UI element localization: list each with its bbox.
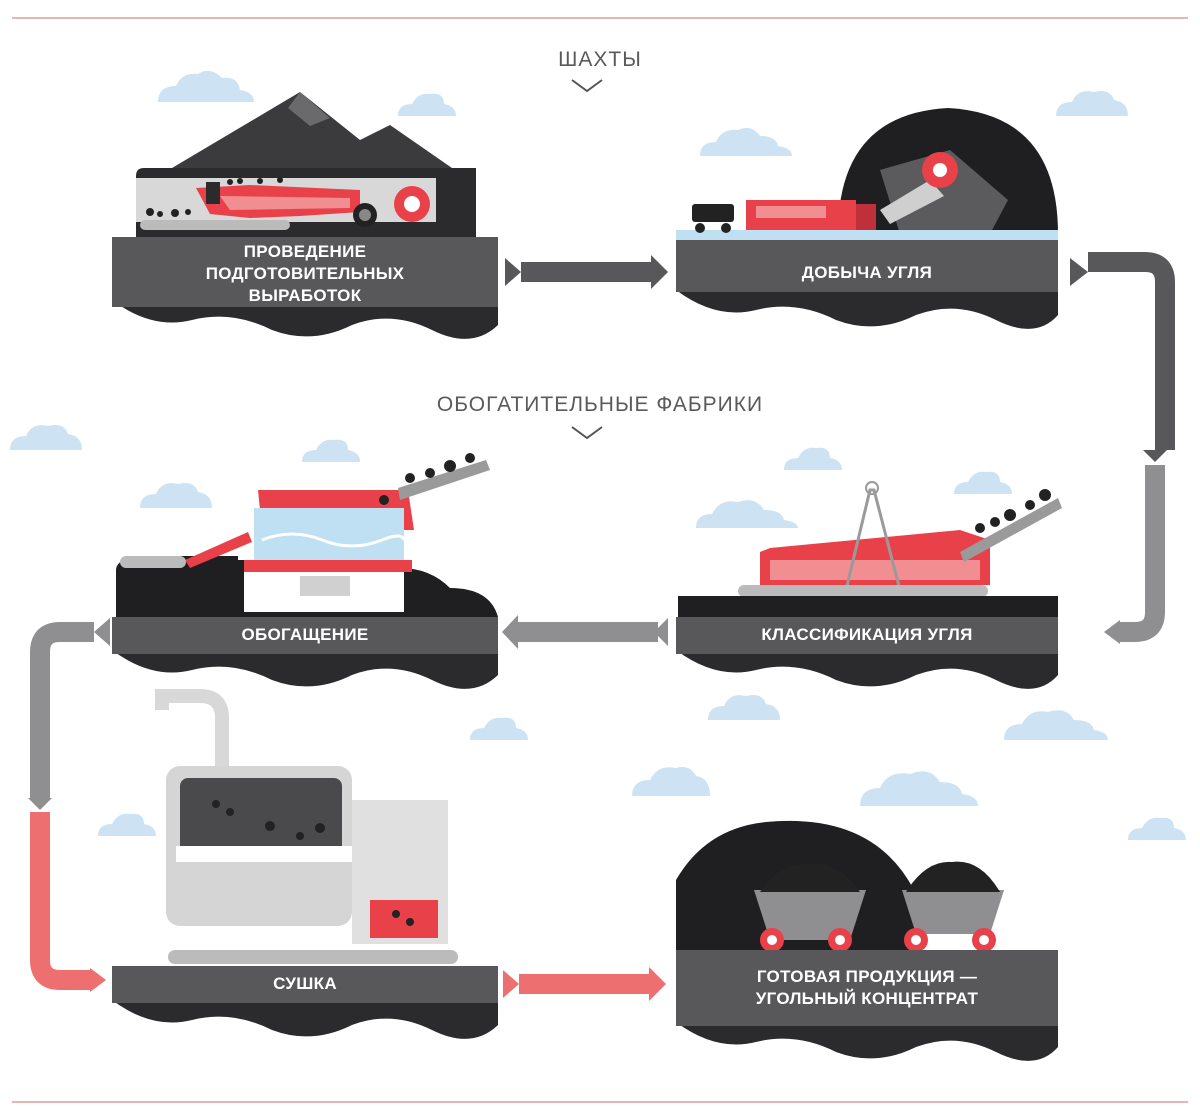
top-rule [12, 17, 1188, 19]
stage-label-classification: КЛАССИФИКАЦИЯ УГЛЯ [761, 625, 973, 644]
stage-drying-art [112, 689, 498, 1039]
stage-label-enrichment: ОБОГАЩЕНИЕ [241, 625, 369, 644]
cloud [158, 70, 254, 102]
stage-product-art [676, 820, 1058, 1061]
cloud [860, 771, 978, 806]
cloud [700, 128, 792, 156]
bottom-rule [12, 1101, 1188, 1103]
stage-label-drying: СУШКА [273, 974, 337, 993]
stage-label-mining: ДОБЫЧА УГЛЯ [801, 263, 933, 282]
clouds [10, 70, 1186, 840]
stage-enrichment-art [112, 453, 498, 689]
stage-development-art [112, 92, 498, 339]
stage-mining-art [676, 108, 1058, 329]
chevron-down-icon [571, 426, 603, 440]
cloud [302, 439, 360, 462]
cloud [470, 717, 528, 740]
cloud [696, 500, 798, 528]
cloud [140, 483, 212, 508]
cloud [708, 695, 780, 720]
cloud [1004, 710, 1108, 740]
cloud [10, 425, 82, 450]
cloud [98, 813, 156, 836]
chevron-down-icon [571, 79, 603, 93]
section-title-plants: ОБОГАТИТЕЛЬНЫЕ ФАБРИКИ [436, 393, 764, 416]
section-title-mines: ШАХТЫ [558, 48, 642, 71]
cloud [632, 767, 710, 796]
cloud [1128, 817, 1186, 840]
cloud [398, 93, 456, 116]
stage-classification-art [676, 481, 1062, 689]
flow-arrows [28, 252, 1175, 1001]
cloud [954, 471, 1012, 494]
cloud [784, 447, 842, 470]
stage-label-product: ГОТОВАЯ ПРОДУКЦИЯ — УГОЛЬНЫЙ КОНЦЕНТРАТ [755, 967, 979, 1008]
stage-label-development: ПРОВЕДЕНИЕ ПОДГОТОВИТЕЛЬНЫХ ВЫРАБОТОК [205, 242, 405, 305]
cloud [1056, 91, 1128, 116]
